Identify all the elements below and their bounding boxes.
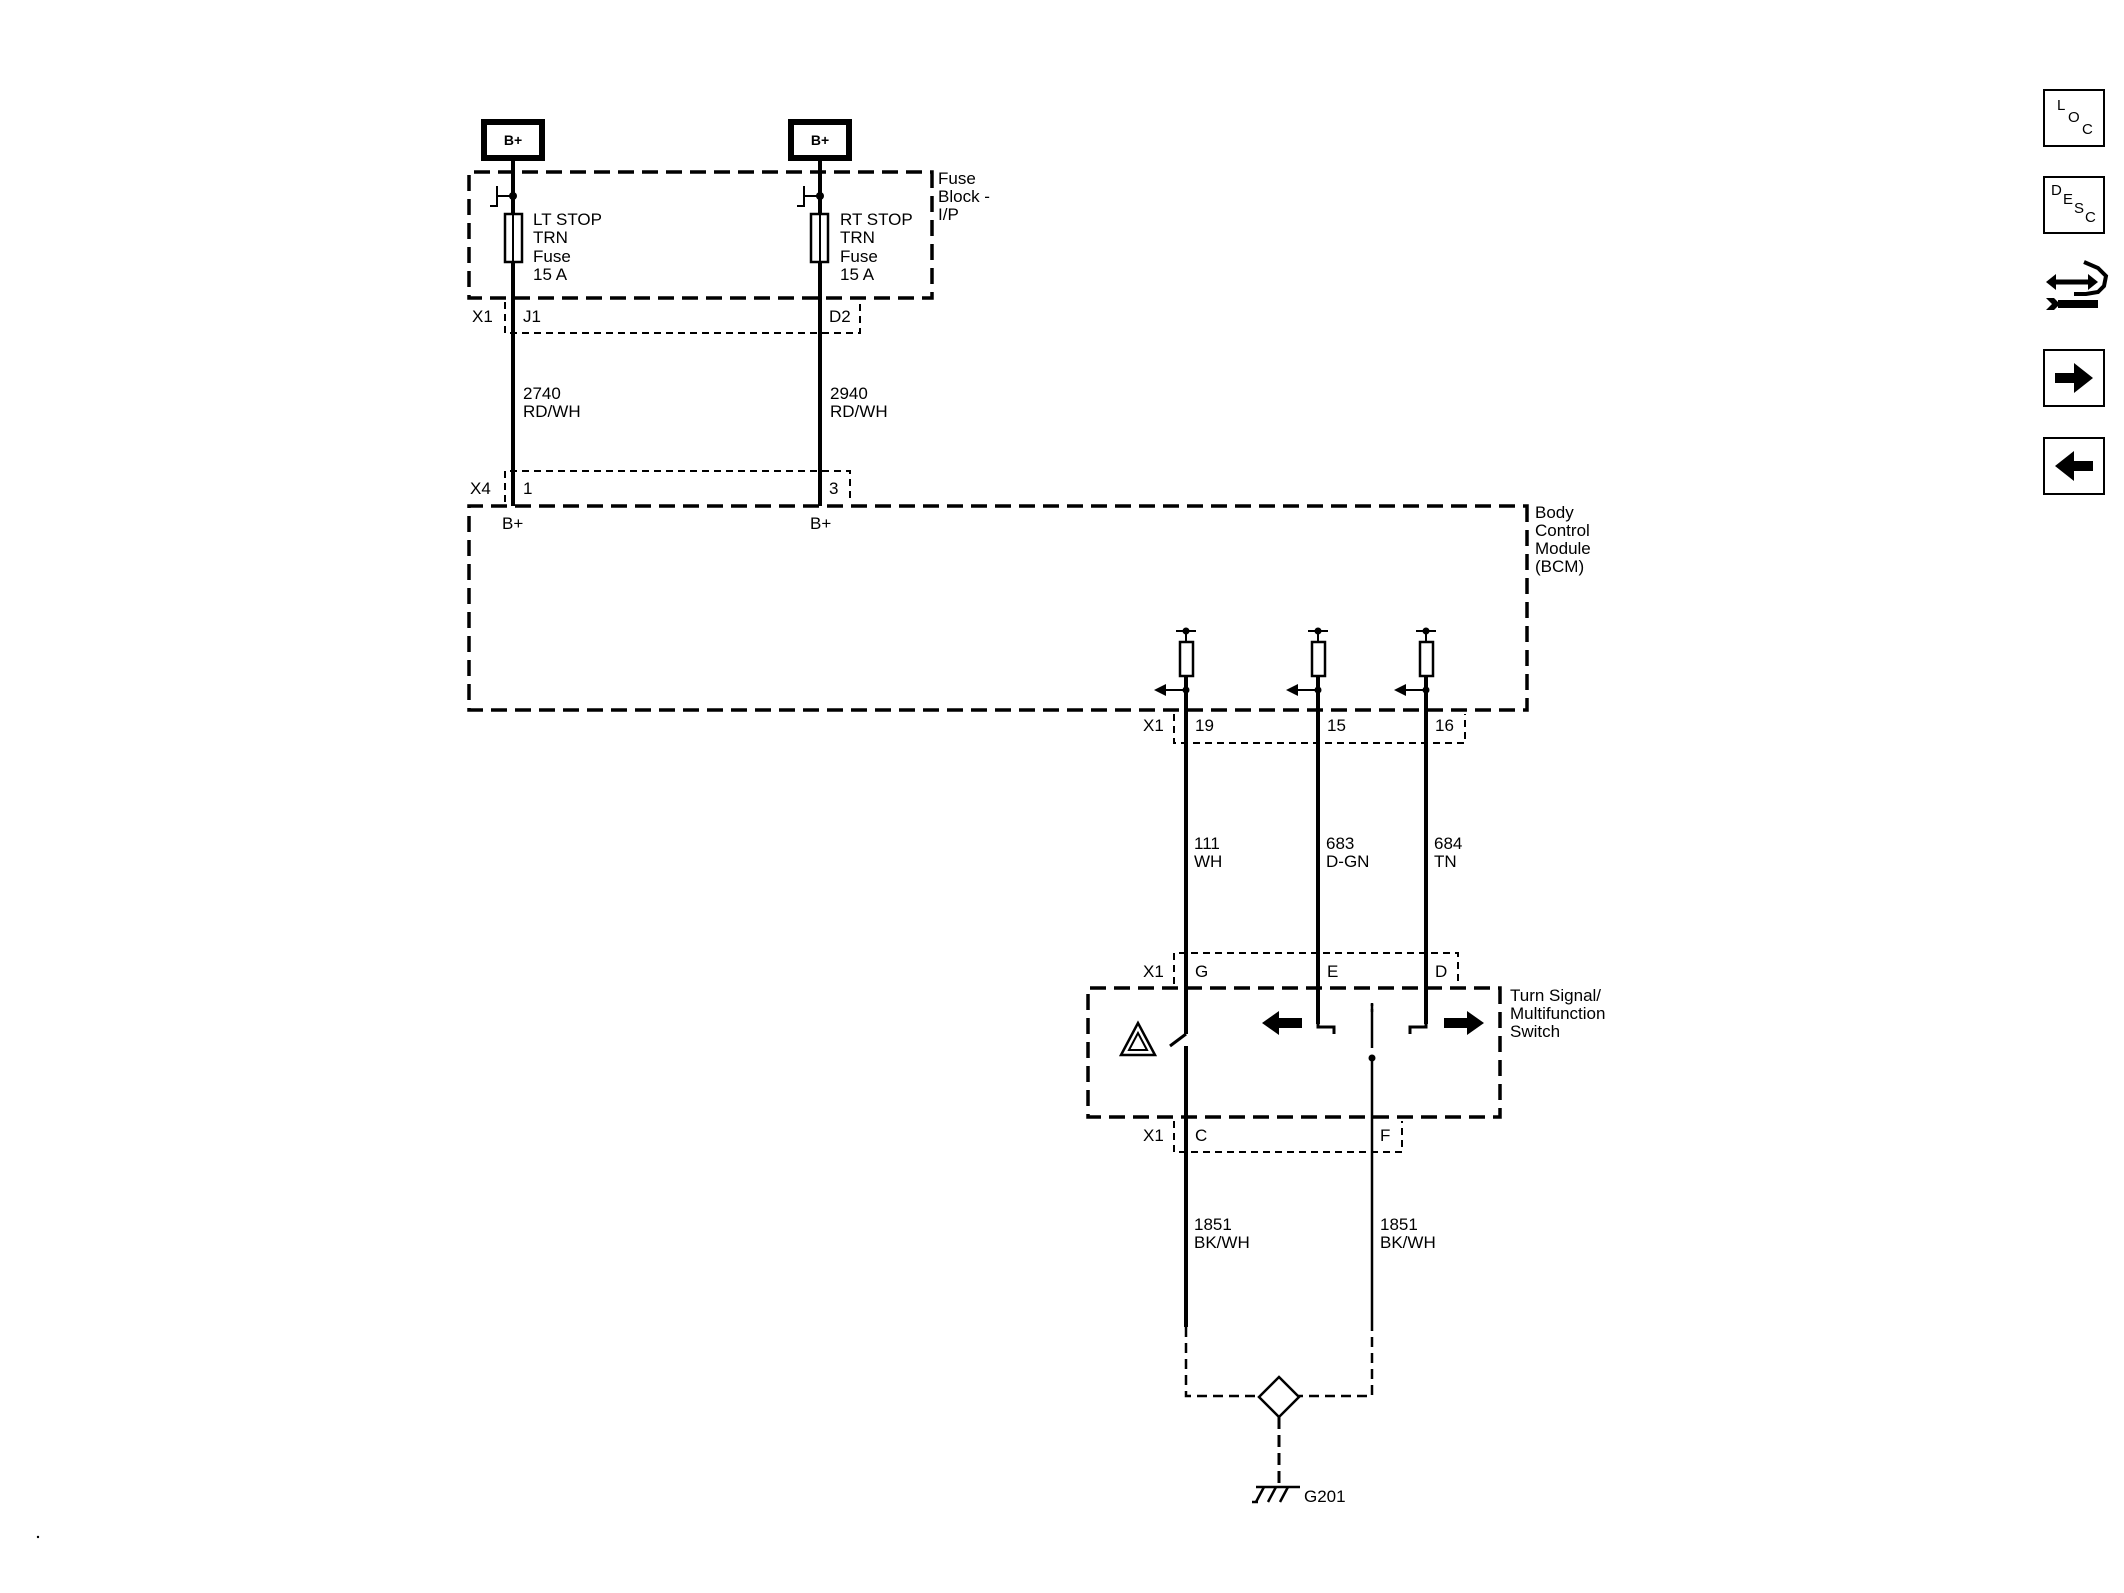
- bcm-name: (BCM): [1535, 557, 1584, 576]
- left-arrow-icon: [2055, 451, 2093, 481]
- busbar-symbol-right: [797, 186, 824, 207]
- ground-label: G201: [1304, 1487, 1346, 1506]
- left-turn-contact: [1316, 1024, 1336, 1034]
- ground-icon: [1252, 1485, 1300, 1504]
- wire-color-2940: RD/WH: [830, 402, 888, 421]
- wire-color-683: D-GN: [1326, 852, 1369, 871]
- right-arrow-icon: [2055, 363, 2093, 393]
- switch-connector-x1-bottom: [1173, 1121, 1403, 1153]
- fuse-label-right: RT STOP: [840, 210, 913, 229]
- switch-connector-x1-top: [1173, 952, 1459, 984]
- pin-label: 19: [1195, 716, 1214, 735]
- pin-label: 1: [523, 479, 532, 498]
- page-mark: [36, 1535, 40, 1539]
- fuse-block-name: Fuse: [938, 169, 976, 188]
- connector-id: X1: [1143, 1126, 1164, 1145]
- connector-id: X1: [1143, 716, 1164, 735]
- bcm-connector-x1: [1173, 714, 1466, 744]
- pin-label: D: [1435, 962, 1447, 981]
- pin-label: 16: [1435, 716, 1454, 735]
- connector-id: X1: [472, 307, 493, 326]
- right-turn-contact: [1408, 1024, 1428, 1034]
- connector-view-button[interactable]: [2040, 256, 2110, 328]
- hazard-warning-icon: [1118, 1020, 1158, 1057]
- switch-outline: [1086, 986, 1502, 1119]
- pin-label: G: [1195, 962, 1208, 981]
- fuse-label-left: Fuse: [533, 247, 571, 266]
- switch-name: Multifunction: [1510, 1004, 1605, 1023]
- fuse-block-outline: [467, 170, 934, 300]
- pin-label: C: [1195, 1126, 1207, 1145]
- splice-pack-icon: [1257, 1375, 1301, 1419]
- bcm-connector-x4: [504, 470, 851, 502]
- loc-button[interactable]: L O C: [2043, 89, 2105, 147]
- wire-color-1851: BK/WH: [1194, 1233, 1250, 1252]
- bcm-name: Module: [1535, 539, 1591, 558]
- desc-letter: S: [2074, 200, 2085, 217]
- power-source-left: B+: [481, 119, 545, 161]
- wire-color-1851: BK/WH: [1380, 1233, 1436, 1252]
- desc-button[interactable]: D E S C: [2043, 176, 2105, 234]
- wire-label-1851: 1851: [1380, 1215, 1418, 1234]
- previous-page-arrow[interactable]: [2043, 437, 2105, 495]
- wire-color-2740: RD/WH: [523, 402, 581, 421]
- bcm-circuit-16: [1394, 627, 1436, 696]
- busbar-symbol-left: [490, 186, 517, 207]
- switch-name: Switch: [1510, 1022, 1560, 1041]
- fuse-symbol-left: [503, 212, 524, 264]
- next-page-arrow[interactable]: [2043, 349, 2105, 407]
- pin-label: 3: [829, 479, 838, 498]
- fuse-rating-left: 15 A: [533, 265, 568, 284]
- fuse-label-right: TRN: [840, 228, 875, 247]
- fuse-symbol-right: [809, 212, 830, 264]
- connector-id: X1: [1143, 962, 1164, 981]
- fuse-block-name: I/P: [938, 205, 959, 224]
- connector-id: X4: [470, 479, 491, 498]
- power-label-left: B+: [504, 132, 522, 148]
- loc-letter: L: [2057, 97, 2066, 114]
- switch-name: Turn Signal/: [1510, 986, 1601, 1005]
- hazard-switch-contact: [1169, 1032, 1187, 1048]
- wire-label-1851: 1851: [1194, 1215, 1232, 1234]
- bcm-name: Body: [1535, 503, 1574, 522]
- bcm-circuit-19: [1154, 627, 1196, 696]
- right-turn-arrow-icon: [1444, 1011, 1484, 1035]
- pin-label: E: [1327, 962, 1338, 981]
- wire-label-2740: 2740: [523, 384, 561, 403]
- fuse-label-right: Fuse: [840, 247, 878, 266]
- wire-label-683: 683: [1326, 834, 1354, 853]
- bcm-power-input-label: B+: [502, 514, 523, 533]
- loc-letter: C: [2082, 121, 2093, 138]
- bcm-power-input-label: B+: [810, 514, 831, 533]
- wire-color-111: WH: [1194, 852, 1222, 871]
- fuse-rating-right: 15 A: [840, 265, 875, 284]
- fuse-block-name: Block -: [938, 187, 990, 206]
- pin-label: 15: [1327, 716, 1346, 735]
- wire-label-111: 111: [1194, 834, 1220, 853]
- wire-color-684: TN: [1434, 852, 1457, 871]
- bcm-circuit-15: [1286, 627, 1328, 696]
- wire-label-2940: 2940: [830, 384, 868, 403]
- desc-letter: D: [2051, 182, 2062, 199]
- left-turn-arrow-icon: [1262, 1011, 1302, 1035]
- bcm-name: Control: [1535, 521, 1590, 540]
- fuse-label-left: TRN: [533, 228, 568, 247]
- loc-letter: O: [2068, 109, 2080, 126]
- wire-label-684: 684: [1434, 834, 1462, 853]
- pin-label: F: [1380, 1126, 1390, 1145]
- bcm-outline: [467, 504, 1529, 712]
- pin-label: J1: [523, 307, 541, 326]
- desc-letter: C: [2085, 209, 2096, 226]
- desc-letter: E: [2063, 191, 2074, 208]
- pin-label: D2: [829, 307, 851, 326]
- power-label-right: B+: [811, 132, 829, 148]
- fuse-block-connector-x1: [504, 302, 861, 334]
- connector-tool-icon: [2046, 260, 2109, 310]
- power-source-right: B+: [788, 119, 852, 161]
- fuse-label-left: LT STOP: [533, 210, 602, 229]
